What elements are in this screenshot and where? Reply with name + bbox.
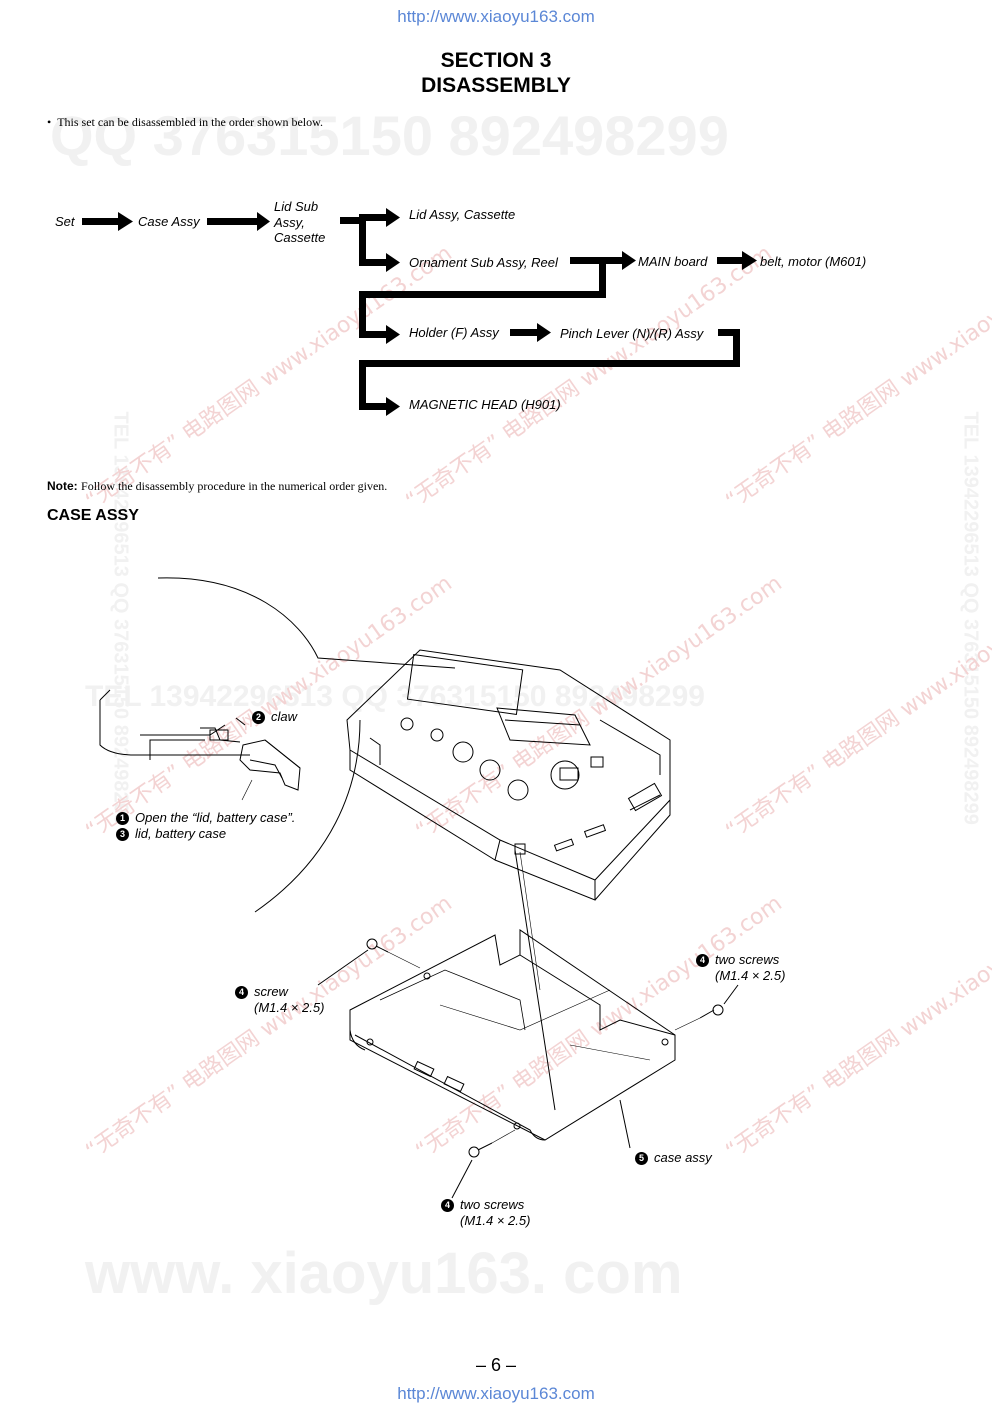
flow-step-ornament: Ornament Sub Assy, Reel xyxy=(409,255,558,270)
step-number-badge: 4 xyxy=(696,954,709,967)
intro-line: • This set can be disassembled in the or… xyxy=(47,115,323,130)
arrow-ornament-main xyxy=(359,251,636,344)
screw-left-icon xyxy=(366,938,421,969)
arrow-holder-pinch xyxy=(510,323,551,342)
flow-step-case-assy: Case Assy xyxy=(138,214,200,229)
arrow-set-case xyxy=(82,212,133,231)
screw-bottom-icon xyxy=(468,1129,516,1158)
footer-url-link[interactable]: http://www.xiaoyu163.com xyxy=(397,1384,595,1403)
step-number-badge: 4 xyxy=(235,986,248,999)
callout-screw-left-line1: screw xyxy=(254,984,288,999)
callout-case-assy-text: case assy xyxy=(654,1150,712,1165)
flow-step-set: Set xyxy=(55,214,75,229)
arrow-lid-branch xyxy=(340,208,400,272)
section-subtitle: DISASSEMBLY xyxy=(421,74,571,97)
header-url-link[interactable]: http://www.xiaoyu163.com xyxy=(397,7,595,26)
note-text: Follow the disassembly procedure in the … xyxy=(81,479,388,493)
note-line: Note: Follow the disassembly procedure i… xyxy=(47,479,387,494)
step-number-badge: 4 xyxy=(441,1199,454,1212)
flow-step-main-board: MAIN board xyxy=(638,254,708,269)
flow-step-lid-sub-line3: Cassette xyxy=(274,230,326,245)
callout-screws-bottom-line2: (M1.4 × 2.5) xyxy=(460,1213,531,1228)
watermark-qq: QQ 376315150 892498299 xyxy=(50,104,729,167)
callout-open-lid: 1 Open the “lid, battery case”. xyxy=(116,810,295,826)
callout-screws-right-line2: (M1.4 × 2.5) xyxy=(715,968,786,983)
case-assy-drawing xyxy=(99,577,739,1199)
flow-step-pinch-lever: Pinch Lever (N)/(R) Assy xyxy=(560,326,704,341)
arrow-pinch-head xyxy=(359,329,740,416)
section-title: SECTION 3 xyxy=(440,49,552,72)
step-number-badge: 1 xyxy=(116,812,129,825)
step-number-badge: 2 xyxy=(252,711,265,724)
arrow-case-lid xyxy=(207,212,270,231)
callout-claw-text: claw xyxy=(271,709,298,724)
callout-screw-left: 4 screw (M1.4 × 2.5) xyxy=(235,984,324,1016)
flow-step-magnetic-head: MAGNETIC HEAD (H901) xyxy=(409,397,561,412)
flow-step-lid-assy-cassette: Lid Assy, Cassette xyxy=(409,207,516,222)
step-number-badge: 5 xyxy=(635,1152,648,1165)
callout-claw: 2 claw xyxy=(252,709,297,725)
intro-text: This set can be disassembled in the orde… xyxy=(57,115,324,129)
callout-lid-battery: 3 lid, battery case xyxy=(116,826,226,842)
callout-case-assy: 5 case assy xyxy=(635,1150,712,1166)
callout-open-lid-text: Open the “lid, battery case”. xyxy=(135,810,296,825)
callout-screws-right: 4 two screws (M1.4 × 2.5) xyxy=(696,952,785,984)
subsection-title: CASE ASSY xyxy=(47,507,139,524)
callout-screws-bottom: 4 two screws (M1.4 × 2.5) xyxy=(441,1197,530,1229)
page-number: – 6 – xyxy=(475,1355,517,1375)
flow-step-holder: Holder (F) Assy xyxy=(409,325,499,340)
flow-step-lid-sub-line1: Lid Sub xyxy=(274,199,319,214)
callout-screws-right-line1: two screws xyxy=(715,952,780,967)
callout-screw-left-line2: (M1.4 × 2.5) xyxy=(254,1000,325,1015)
flow-step-belt-motor: belt, motor (M601) xyxy=(760,254,867,269)
note-label: Note: xyxy=(47,479,78,493)
callout-screws-bottom-line1: two screws xyxy=(460,1197,525,1212)
watermark-site: www. xiaoyu163. com xyxy=(85,1241,683,1306)
bullet-icon: • xyxy=(47,115,58,129)
flow-step-lid-sub-line2: Assy, xyxy=(274,215,305,230)
screw-right-icon xyxy=(674,1004,724,1031)
callout-lid-battery-text: lid, battery case xyxy=(135,826,227,841)
step-number-badge: 3 xyxy=(116,828,129,841)
arrow-main-belt xyxy=(717,251,757,270)
